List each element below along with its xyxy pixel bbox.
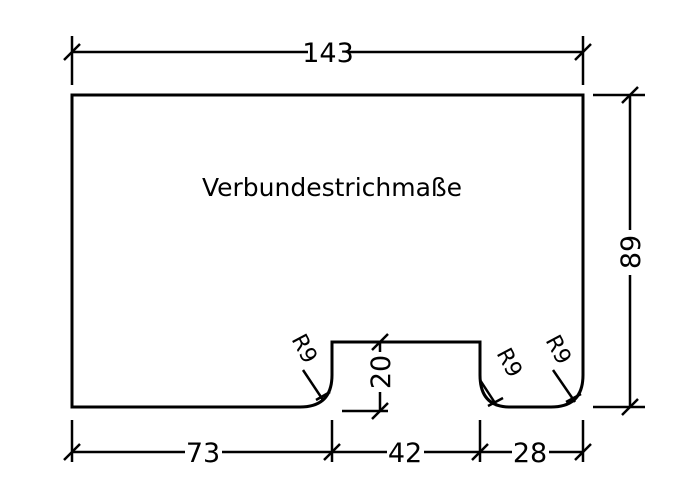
dimension-overall-width-label: 143	[302, 38, 354, 69]
radius-notch-left: R9	[286, 330, 331, 402]
drawing-title: Verbundestrichmaße	[202, 173, 462, 202]
dimension-notch-depth-label: 20	[366, 355, 397, 389]
dimension-left-segment-label: 73	[186, 438, 220, 469]
dimension-overall-width: 143	[63, 36, 592, 85]
dimension-right-segment-label: 28	[513, 438, 547, 469]
dimension-notch-width-label: 42	[388, 438, 422, 469]
dimension-notch-depth: 20	[342, 333, 397, 420]
dimension-overall-height: 89	[593, 86, 647, 416]
radius-notch-right-label: R9	[491, 344, 527, 382]
dimension-bottom-chain: 73 42 28	[63, 420, 592, 469]
radius-notch-left-label: R9	[286, 330, 322, 368]
radius-outer-corner-label: R9	[540, 331, 576, 369]
radius-outer-corner: R9	[540, 331, 582, 404]
dimension-overall-height-label: 89	[616, 235, 647, 269]
